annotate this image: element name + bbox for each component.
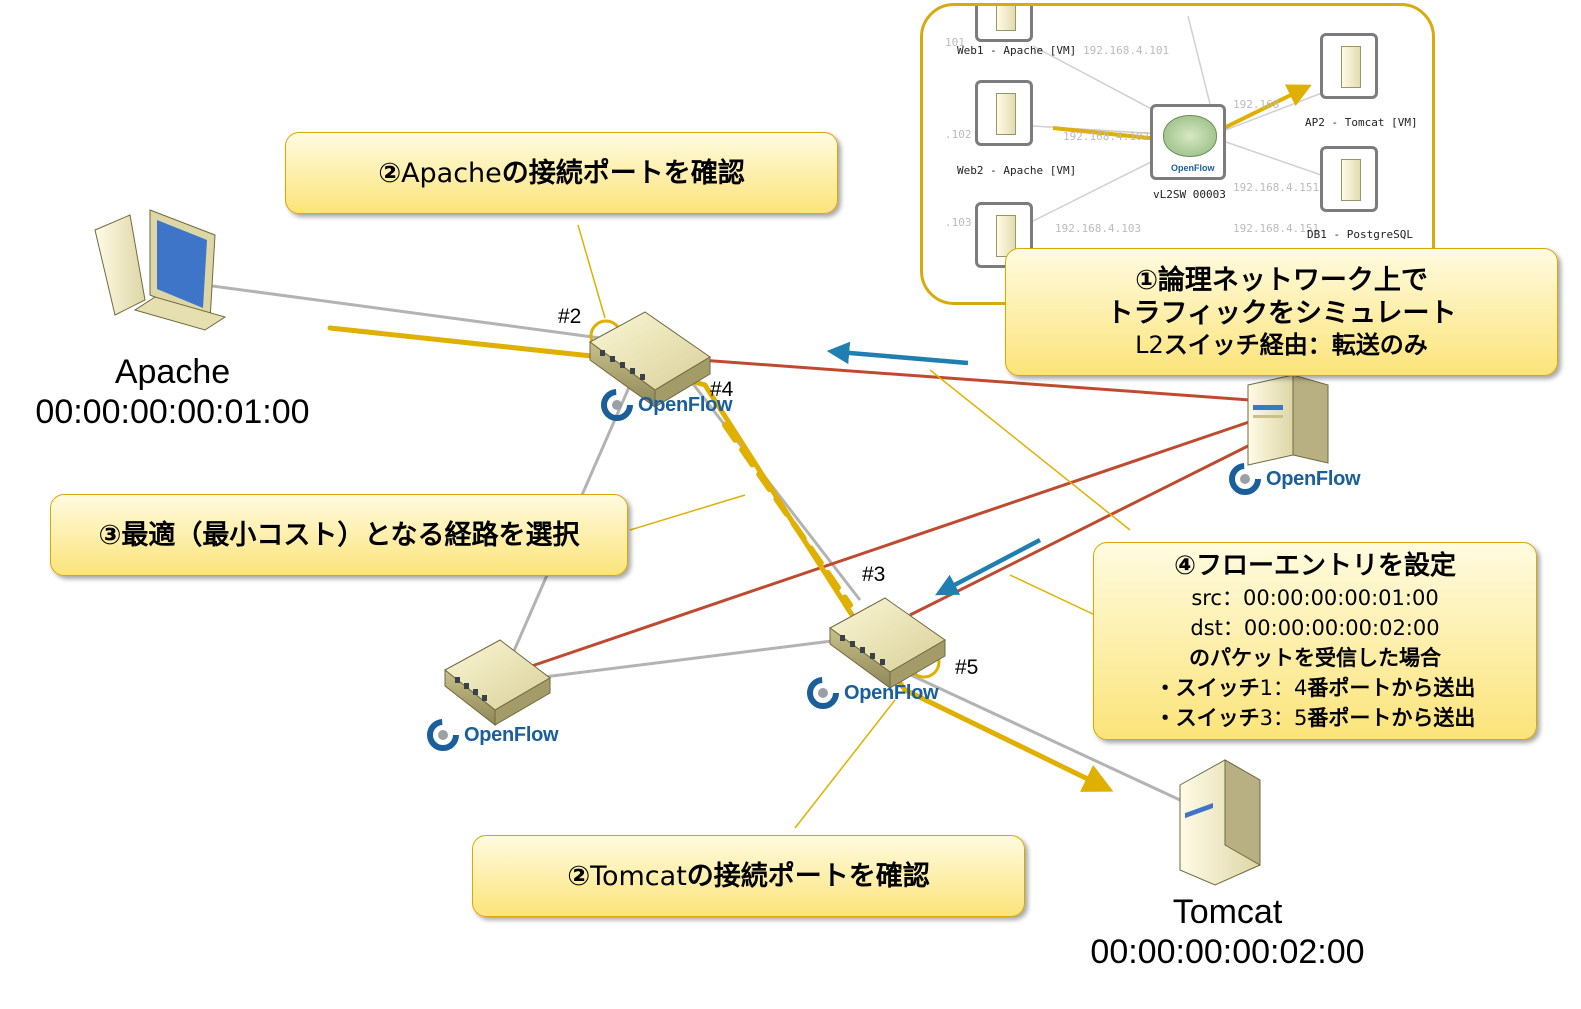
port-label-4: #4: [710, 378, 734, 401]
leader-lines: [577, 224, 1131, 829]
inset-ip: 192.168.4.102: [1063, 130, 1150, 143]
step1-line2: トラフィックをシミュレート: [1106, 298, 1457, 329]
inset-ip: 192.168.4.103: [1055, 222, 1142, 235]
tomcat-host-name: Tomcat: [1172, 893, 1283, 931]
apache-pc-icon: [94, 209, 227, 331]
switch-2: [444, 639, 551, 727]
step4-rule1-b: 1：4: [1259, 675, 1308, 700]
step4-rule2-c: 番ポートから送出: [1307, 705, 1476, 730]
link-sw2-sw3: [519, 638, 841, 682]
inset-vm-web1: [975, 6, 1033, 42]
callout-step2-apache: ②Apacheの接続ポートを確認: [285, 132, 838, 214]
inset-ip: .102: [945, 128, 972, 141]
ctrl-link-sw2: [519, 418, 1256, 672]
openflow-text: OpenFlow: [1266, 467, 1361, 490]
step2-tomcat-suffix: の接続ポートを確認: [686, 860, 930, 892]
ctrl-link-sw1: [699, 358, 1251, 402]
step1-line1: ①論理ネットワーク上で: [1135, 265, 1428, 296]
step2-apache-prefix: ②: [378, 157, 402, 189]
blue-arrows: [826, 341, 1042, 596]
ctrl-link-sw3: [909, 438, 1261, 617]
openflow-text: OpenFlow: [464, 723, 559, 746]
inset-node-label: Web1 - Apache [VM]: [957, 44, 1077, 57]
port-label-5: #5: [955, 656, 979, 679]
step4-src: src：00:00:00:00:01:00: [1191, 585, 1439, 610]
openflow-text: OpenFlow: [844, 681, 939, 704]
step2-apache-suffix: の接続ポートを確認: [501, 157, 745, 189]
inset-ip: 192.168: [1233, 98, 1280, 111]
callout-step1: ①論理ネットワーク上で トラフィックをシミュレート L2スイッチ経由：転送のみ: [1005, 248, 1558, 376]
link-sw3-tomcat: [899, 668, 1181, 802]
inset-node-label: DB1 - PostgreSQL: [1307, 228, 1413, 241]
controller-server-icon: [1247, 374, 1329, 466]
openflow-logo-sw3: OpenFlow: [806, 676, 939, 710]
apache-host-mac: 00:00:00:00:01:00: [35, 393, 310, 431]
inset-switch: OpenFlow: [1150, 104, 1226, 180]
inset-vm-web2: [975, 80, 1033, 146]
step4-rule2-b: 3：5: [1259, 705, 1308, 730]
step4-rule1-a: ・スイッチ: [1154, 675, 1260, 700]
inset-ip: 192.168.4.101: [1083, 44, 1170, 57]
apache-host-label: Apache 00:00:00:00:01:00: [20, 352, 325, 432]
inset-vm-ap2: [1320, 33, 1378, 99]
inset-vm-db1: [1320, 146, 1378, 212]
computed-path: [327, 325, 1114, 792]
inset-ip: 192.168.4.151: [1233, 222, 1320, 235]
arrow-to-sw1: [826, 341, 969, 366]
switch-1: [589, 311, 711, 408]
arrow-to-sw3: [935, 538, 1042, 596]
openflow-swirl-icon: [1229, 463, 1261, 495]
openflow-text: OpenFlow: [638, 393, 733, 416]
port-label-2: #2: [558, 305, 582, 328]
step1-line3-b: スイッチ経由：転送のみ: [1163, 331, 1428, 359]
inset-ip: 192.168.4.151: [1233, 181, 1320, 194]
inset-node-label: AP2 - Tomcat [VM]: [1305, 116, 1418, 129]
step4-condition: のパケットを受信した場合: [1189, 645, 1441, 670]
openflow-swirl-icon: [807, 677, 839, 709]
tomcat-host-label: Tomcat 00:00:00:00:02:00: [1075, 892, 1380, 972]
tomcat-server-icon: [1179, 759, 1261, 886]
inset-ip: 101: [945, 36, 965, 49]
inset-switch-icon: [1163, 115, 1217, 157]
step2-tomcat-name: Tomcat: [590, 860, 687, 892]
controller-links: [519, 358, 1261, 672]
step2-apache-name: Apache: [401, 157, 502, 189]
inset-node-label: Web2 - Apache [VM]: [957, 164, 1077, 177]
callout-step2-tomcat: ②Tomcatの接続ポートを確認: [472, 835, 1025, 917]
tomcat-host-mac: 00:00:00:00:02:00: [1090, 933, 1365, 971]
step4-dst: dst：00:00:00:00:02:00: [1190, 615, 1440, 640]
switch-3: [829, 597, 946, 689]
inset-node-label: vL2SW 00003: [1153, 188, 1226, 201]
openflow-swirl-icon: [601, 389, 633, 421]
step3-text: ③最適（最小コスト）となる経路を選択: [98, 519, 580, 551]
apache-host-name: Apache: [114, 353, 231, 391]
link-apache-sw1: [204, 283, 616, 342]
inset-switch-logo: OpenFlow: [1171, 163, 1215, 173]
openflow-logo-sw2: OpenFlow: [426, 718, 559, 752]
step2-tomcat-prefix: ②: [567, 860, 591, 892]
port-label-3: #3: [862, 563, 886, 586]
openflow-logo-sw1: OpenFlow: [600, 388, 733, 422]
step4-rule2-a: ・スイッチ: [1154, 705, 1260, 730]
callout-step4: ④フローエントリを設定 src：00:00:00:00:01:00 dst：00…: [1093, 542, 1537, 740]
callout-step3: ③最適（最小コスト）となる経路を選択: [50, 494, 628, 576]
step1-line3-a: L2: [1135, 331, 1164, 359]
openflow-swirl-icon: [427, 719, 459, 751]
step4-title: ④フローエントリを設定: [1173, 550, 1456, 581]
openflow-logo-controller: OpenFlow: [1228, 462, 1361, 496]
inset-ip: .103: [945, 216, 972, 229]
step4-rule1-c: 番ポートから送出: [1307, 675, 1476, 700]
